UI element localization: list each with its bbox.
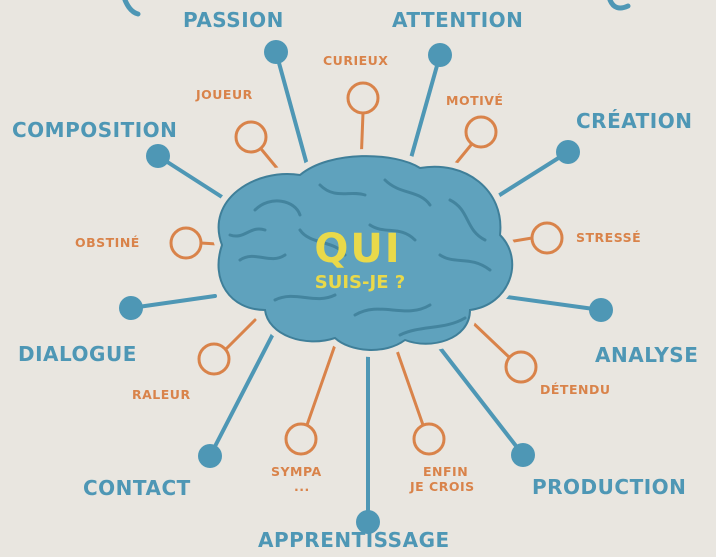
node-attention	[428, 43, 452, 67]
label-creation: CRÉATION	[576, 109, 693, 133]
label-contact: CONTACT	[83, 476, 191, 500]
ring-curieux	[346, 81, 380, 115]
label-je-crois: JE CROIS	[410, 479, 475, 494]
ring-sympa	[284, 422, 318, 456]
node-passion	[264, 40, 288, 64]
label-sympa: SYMPA	[271, 464, 322, 479]
center-subtitle: SUIS-JE ?	[314, 272, 406, 293]
ring-obstine	[169, 226, 203, 260]
connector-enfin	[393, 343, 425, 427]
label-production: PRODUCTION	[532, 475, 687, 499]
label-apprentissage: APPRENTISSAGE	[258, 528, 450, 552]
label-obstine: OBSTINÉ	[75, 235, 140, 250]
label-analyse: ANALYSE	[595, 343, 699, 367]
connector-dialogue	[129, 294, 217, 310]
node-apprentissage	[356, 510, 380, 534]
connector-sympa	[305, 343, 337, 427]
label-enfin: ENFIN	[423, 464, 469, 479]
ring-stresse	[530, 221, 564, 255]
label-passion: PASSION	[183, 8, 284, 32]
center-title: QUI	[314, 226, 402, 272]
label-dialogue: DIALOGUE	[18, 342, 137, 366]
ring-detendu	[504, 350, 538, 384]
ring-motive	[464, 115, 498, 149]
node-composition	[146, 144, 170, 168]
label-curieux: CURIEUX	[323, 53, 389, 68]
node-creation	[556, 140, 580, 164]
top-decoration-right	[607, 0, 631, 11]
label-sympa-dots: ...	[294, 479, 310, 494]
top-decoration	[122, 0, 141, 17]
label-composition: COMPOSITION	[12, 118, 178, 142]
label-detendu: DÉTENDU	[540, 382, 611, 397]
node-analyse	[589, 298, 613, 322]
connector-raleur	[223, 318, 257, 352]
ring-raleur	[197, 342, 231, 376]
connector-detendu	[468, 318, 512, 360]
label-joueur: JOUEUR	[196, 87, 253, 102]
connector-production	[428, 333, 525, 457]
node-production	[511, 443, 535, 467]
label-stresse: STRESSÉ	[576, 230, 642, 245]
connector-contact	[208, 328, 277, 458]
label-raleur: RALEUR	[132, 387, 191, 402]
label-attention: ATTENTION	[392, 8, 524, 32]
node-contact	[198, 444, 222, 468]
brain-icon	[211, 149, 520, 357]
connector-analyse	[498, 294, 603, 312]
label-motive: MOTIVÉ	[446, 93, 504, 108]
ring-joueur	[234, 120, 268, 154]
ring-enfin	[412, 422, 446, 456]
node-dialogue	[119, 296, 143, 320]
